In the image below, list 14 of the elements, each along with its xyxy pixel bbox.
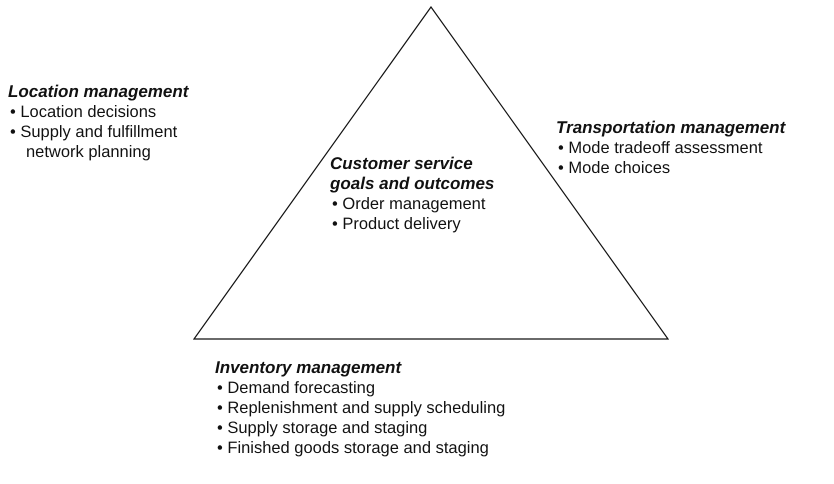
bullet-item: • Mode choices: [557, 158, 672, 178]
bullet-item: • Finished goods storage and staging: [216, 438, 490, 458]
bullet-item: • Demand forecasting: [216, 378, 376, 398]
bullet-item: • Supply storage and staging: [216, 418, 428, 438]
bullet-item: • Order management: [331, 194, 486, 214]
bullet-item: • Product delivery: [331, 214, 462, 234]
section-heading: Location management: [8, 82, 190, 102]
bullet-item: • Replenishment and supply scheduling: [216, 398, 506, 418]
section-heading: Transportation management: [556, 118, 787, 138]
bullet-item: • Location decisions: [9, 102, 158, 122]
bullet-item: • Supply and fulfillment network planning: [9, 122, 178, 162]
section-heading: Customer service goals and outcomes: [330, 154, 496, 194]
bullet-item: • Mode tradeoff assessment: [557, 138, 764, 158]
section-heading: Inventory management: [215, 358, 403, 378]
